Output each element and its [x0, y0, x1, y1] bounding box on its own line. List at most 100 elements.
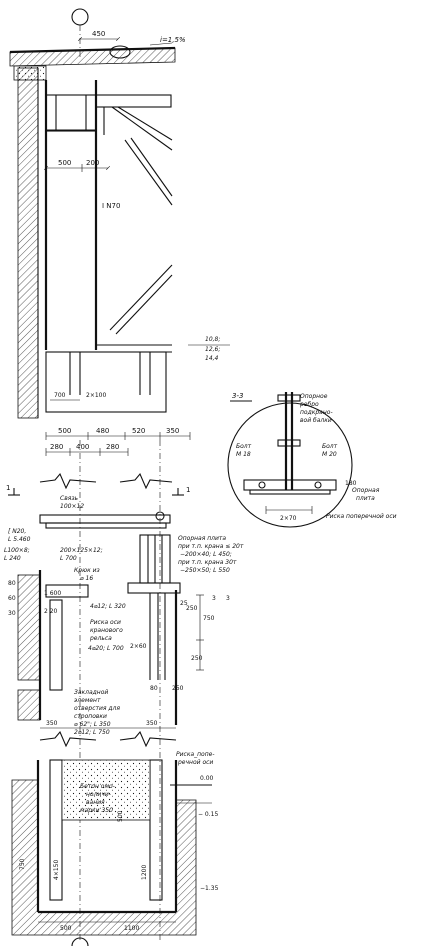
section-mark-3b: 3 [226, 595, 230, 602]
beam-label: I N70 [102, 202, 120, 210]
rail-axis-3: рельса [89, 635, 112, 642]
dim-180-text: 180 [345, 480, 357, 487]
support-plate-1: Опорная [352, 487, 380, 494]
dim-220-text: 2 20 [44, 608, 58, 615]
crane-beam-lower-diag [96, 264, 173, 353]
break-lines [39, 472, 173, 490]
n20-label-1: [ N20, [8, 528, 26, 535]
lower-column-top [45, 351, 167, 413]
angle-label-1: L100×8; [4, 547, 30, 554]
dim-750b-text: 750 [19, 858, 26, 870]
upper-column [44, 80, 98, 350]
foundation [11, 759, 197, 936]
conc-4: марки 350 [80, 807, 113, 814]
dim-750a-text: 750 [203, 615, 215, 622]
support-plate-2: плита [356, 495, 375, 502]
wall-panels [17, 67, 39, 419]
rail-axis-2: кранового [90, 627, 123, 634]
section-mark-3a: 3 [212, 595, 216, 602]
bolt-m18-2: М 18 [236, 451, 251, 458]
dim-25-text: 25 [180, 600, 188, 607]
emb-6: 2⌀12; L 750 [74, 729, 110, 736]
dim-450-text: 450 [92, 30, 105, 38]
emb-2: элемент [74, 697, 101, 704]
bolt-m20-1: Болт [322, 443, 338, 450]
dim-350-text: 350 [166, 427, 179, 435]
dim-500b-text: 500 [58, 427, 71, 435]
dim-480-text: 480 [96, 427, 109, 435]
emb-1: Закладной [74, 689, 108, 696]
dim-80-text: 80 [8, 580, 16, 587]
embedded-element-note: Закладной элемент отверстия для строповк… [74, 689, 120, 736]
dim-280a-text: 280 [50, 443, 63, 451]
plate-label-4: вой балки [300, 417, 332, 424]
elev-3: 14,4 [205, 355, 219, 362]
hook-label-1: Крюк из [74, 567, 100, 574]
dim-500-text: 500 [58, 159, 71, 167]
support-plate-note: Опорная плита при т.п. крана ≤ 20т −200×… [178, 535, 244, 574]
grade-line: 0.00 − 0.15 [170, 775, 218, 818]
conc-1: Бетон омо- [80, 783, 115, 790]
section-title: 3-3 [232, 392, 243, 400]
conc-2: ноличи- [86, 791, 111, 798]
svyaz-label-2: 100×12 [60, 503, 84, 510]
n20-label-2: L 5.460 [8, 536, 31, 543]
dim-1100-text: 1100 [124, 925, 139, 932]
plate-label-3: подкрано- [300, 409, 333, 416]
plate-label-2: ребро [299, 401, 319, 408]
dim-400-text: 400 [76, 443, 89, 451]
dim-520-text: 520 [132, 427, 145, 435]
axis-mark-right-text: 1 [186, 486, 190, 494]
dim-350b-text: 350 [146, 720, 158, 727]
dim-80b-text: 80 [150, 685, 158, 692]
section-mark-1-right: 1 [172, 486, 190, 496]
emb-4: строповки [74, 713, 107, 720]
rail-axis-1: Риска оси [90, 619, 121, 626]
dim-row-1: 500 480 520 350 [45, 427, 191, 440]
sp-note-5: −250×50; L 550 [180, 567, 230, 574]
break-lines-2 [39, 730, 177, 748]
elev-135-text: −1.35 [200, 885, 219, 892]
section-3-3-labels: Опорное ребро подкрано- вой балки Болт М… [236, 393, 397, 520]
bolts-callouts: 4⌀12; L 320 Риска оси кранового рельса 4… [88, 603, 126, 652]
dim-350a-text: 350 [46, 720, 58, 727]
foundation-dims: 500 1200 4×150 750 −1.35 500 1100 [19, 810, 219, 932]
dim-250a-text: 250 [186, 605, 198, 612]
bolts-4-20-text: 4⌀20; L 700 [88, 645, 124, 652]
elev-0-text: 0.00 [200, 775, 214, 782]
slope-mark: i=1,5% [149, 36, 186, 46]
dim-700-text: 700 [54, 392, 66, 399]
elev-2: 12,6; [205, 346, 220, 353]
axis-bubble-bottom [71, 937, 89, 946]
dim-80-250: 80 250 [150, 685, 184, 692]
elevation-marks: 10,8; 12,6; 14,4 [188, 336, 230, 362]
conc-3: вания [86, 799, 105, 806]
bolts-4-12-text: 4⌀12; L 320 [90, 603, 126, 610]
dim-500-200: 500 200 [46, 159, 108, 172]
bolt-m20-2: М 20 [322, 451, 337, 458]
ta-2: речной оси [177, 759, 213, 766]
dim-30-text: 30 [8, 610, 16, 617]
dim-200-text: 200 [86, 159, 99, 167]
sp-note-1: Опорная плита [178, 535, 226, 542]
plate-label-1: Опорное [300, 393, 328, 400]
dim-700: 700 2×100 [50, 392, 106, 401]
slope-text: i=1,5% [160, 36, 186, 44]
dim-2x60-text: 2×60 [130, 643, 147, 650]
dim-500c-text: 500 [117, 810, 124, 822]
elev-1: 10,8; [205, 336, 220, 343]
dim-500d-text: 500 [60, 925, 72, 932]
right-vertical-dims: 250 750 250 25 3 3 [180, 594, 230, 671]
transverse-axis-note: Риска_попе- речной оси [176, 751, 215, 766]
plate200-label-1: 200×125×12; [60, 547, 103, 554]
transverse-axis-detail: Риска поперечной оси [326, 513, 397, 520]
dim-1200-text: 1200 [141, 865, 148, 880]
svyaz-label-1: Связь [60, 495, 79, 502]
console [39, 511, 171, 529]
crane-beam-top [95, 94, 173, 206]
emb-3: отверстия для [74, 705, 120, 712]
emb-5: ⌀ 62"; L 350 [74, 721, 111, 728]
section-3-3: 3-3 2×70 180 [227, 392, 357, 528]
sp-note-3: −200×40; L 450; [180, 551, 232, 558]
